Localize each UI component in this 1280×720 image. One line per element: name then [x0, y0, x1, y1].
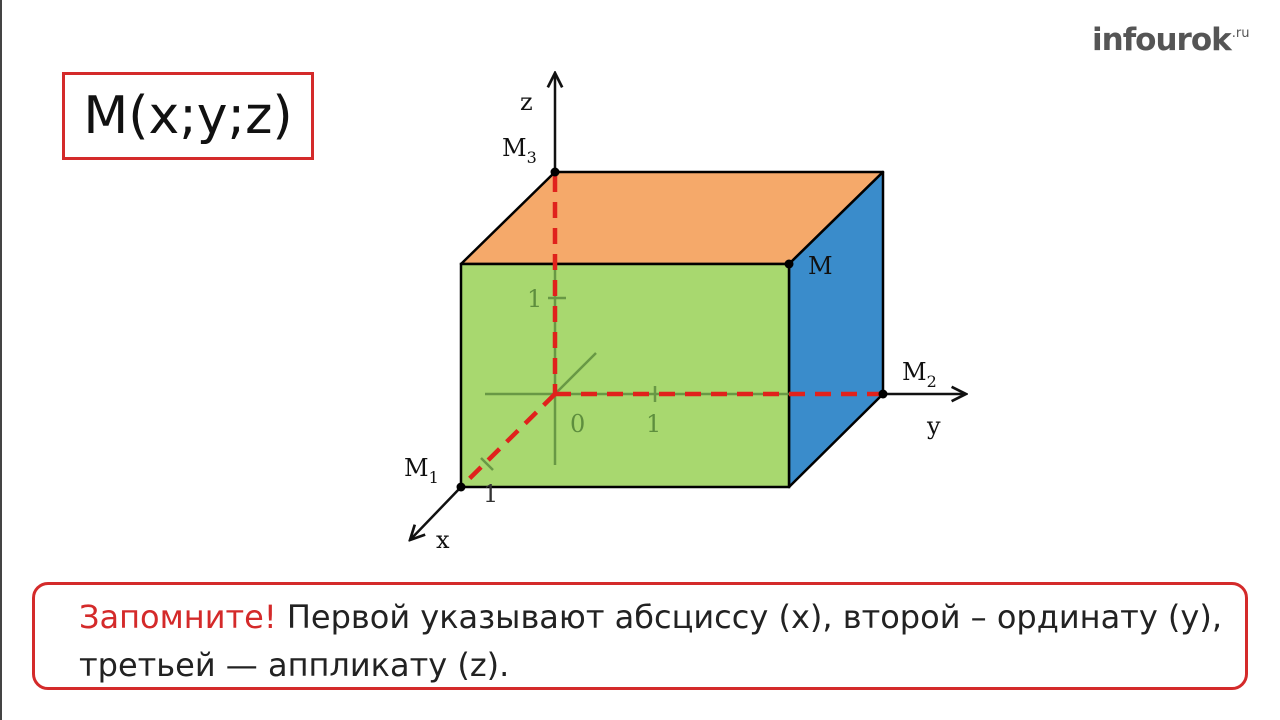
unit-x-label: 1 — [483, 480, 498, 508]
point-m-label: M — [808, 252, 833, 280]
point-m3-label: M3 — [502, 134, 537, 167]
formula-text: M(x;y;z) — [83, 86, 293, 146]
origin-label: 0 — [570, 410, 585, 438]
box-front-face — [459, 262, 791, 489]
note-text: Первой указывают абсциссу (x), второй – … — [79, 598, 1222, 684]
z-axis-label: z — [520, 88, 533, 116]
y-axis-label: y — [926, 412, 941, 440]
unit-z-label: 1 — [527, 285, 542, 313]
x-axis-label: x — [436, 526, 450, 554]
projection-x — [461, 392, 557, 487]
unit-y-label: 1 — [646, 410, 661, 438]
logo-suffix: .ru — [1231, 26, 1250, 41]
point-m1 — [456, 482, 466, 492]
point-m — [784, 259, 794, 269]
point-m3 — [550, 167, 560, 177]
reminder-note: Запомните! Первой указывают абсциссу (x)… — [32, 582, 1248, 690]
note-highlight: Запомните! — [79, 598, 277, 636]
formula-box: M(x;y;z) — [62, 72, 314, 160]
point-m2-label: M2 — [902, 358, 937, 391]
x-axis-line — [410, 486, 462, 540]
point-m2 — [878, 389, 888, 399]
logo-text: infourok — [1092, 22, 1232, 58]
infourok-logo: infourok.ru — [1092, 22, 1249, 58]
projection-lines — [461, 176, 881, 487]
point-m1-label: M1 — [404, 454, 439, 487]
slide-border — [0, 0, 2, 720]
